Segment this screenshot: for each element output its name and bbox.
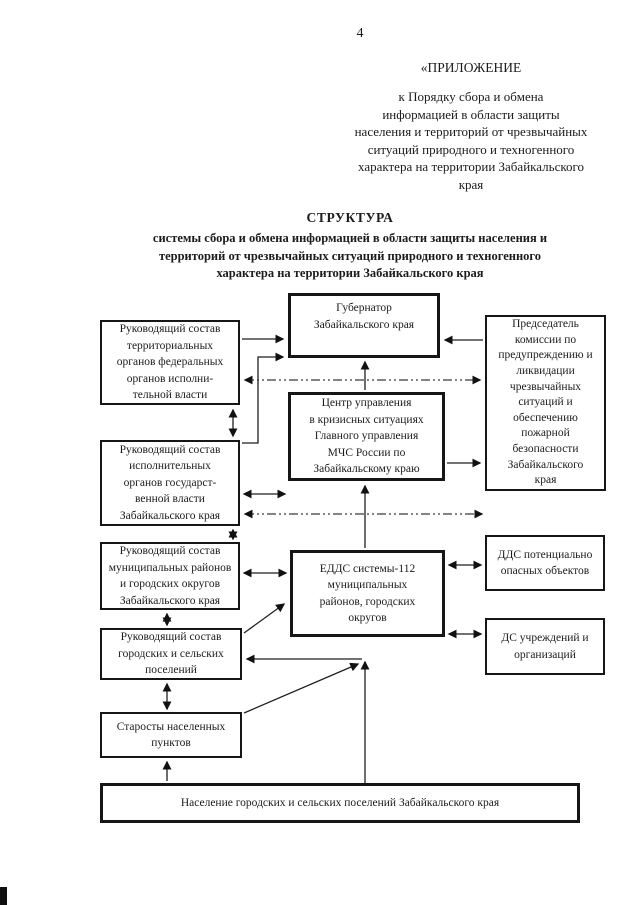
connector-settlements-to-edds — [243, 603, 286, 634]
document-title: СТРУКТУРА — [306, 210, 394, 225]
node-population: Население городских и сельских поселений… — [100, 783, 580, 823]
node-governor: Губернатор Забайкальского края — [288, 293, 440, 358]
scan-corner-artifact — [0, 887, 7, 905]
node-territorial-federal-authorities: Руководящий состав территориальных орган… — [100, 320, 240, 405]
node-executive-state-authorities: Руководящий состав исполнительных органо… — [100, 440, 240, 526]
connector-executive-to-governor — [242, 352, 285, 444]
appendix-heading: «ПРИЛОЖЕНИЕ — [420, 60, 522, 75]
node-edds-system-112: ЕДДС системы-112 муниципальных районов, … — [290, 550, 445, 637]
document-subtitle: системы сбора и обмена информацией в обл… — [152, 231, 548, 280]
node-dds-hazardous-facilities: ДДС потенциально опасных объектов — [485, 535, 605, 591]
node-village-elders: Старосты населенных пунктов — [100, 712, 242, 758]
node-municipal-districts-leadership: Руководящий состав муниципальных районов… — [100, 542, 240, 610]
node-urban-rural-settlements-leadership: Руководящий состав городских и сельских … — [100, 628, 242, 680]
node-crisis-management-center: Центр управления в кризисных ситуациях Г… — [288, 392, 445, 481]
appendix-reference-paragraph: к Порядку сбора и обмена информацией в о… — [354, 89, 588, 192]
page-number: 4 — [356, 26, 364, 41]
connector-elders-to-junction — [243, 662, 360, 714]
node-emergency-commission-chairman: Председатель комиссии по предупреждению … — [485, 315, 606, 491]
node-ds-institutions-organizations: ДС учреждений и организаций — [485, 618, 605, 675]
